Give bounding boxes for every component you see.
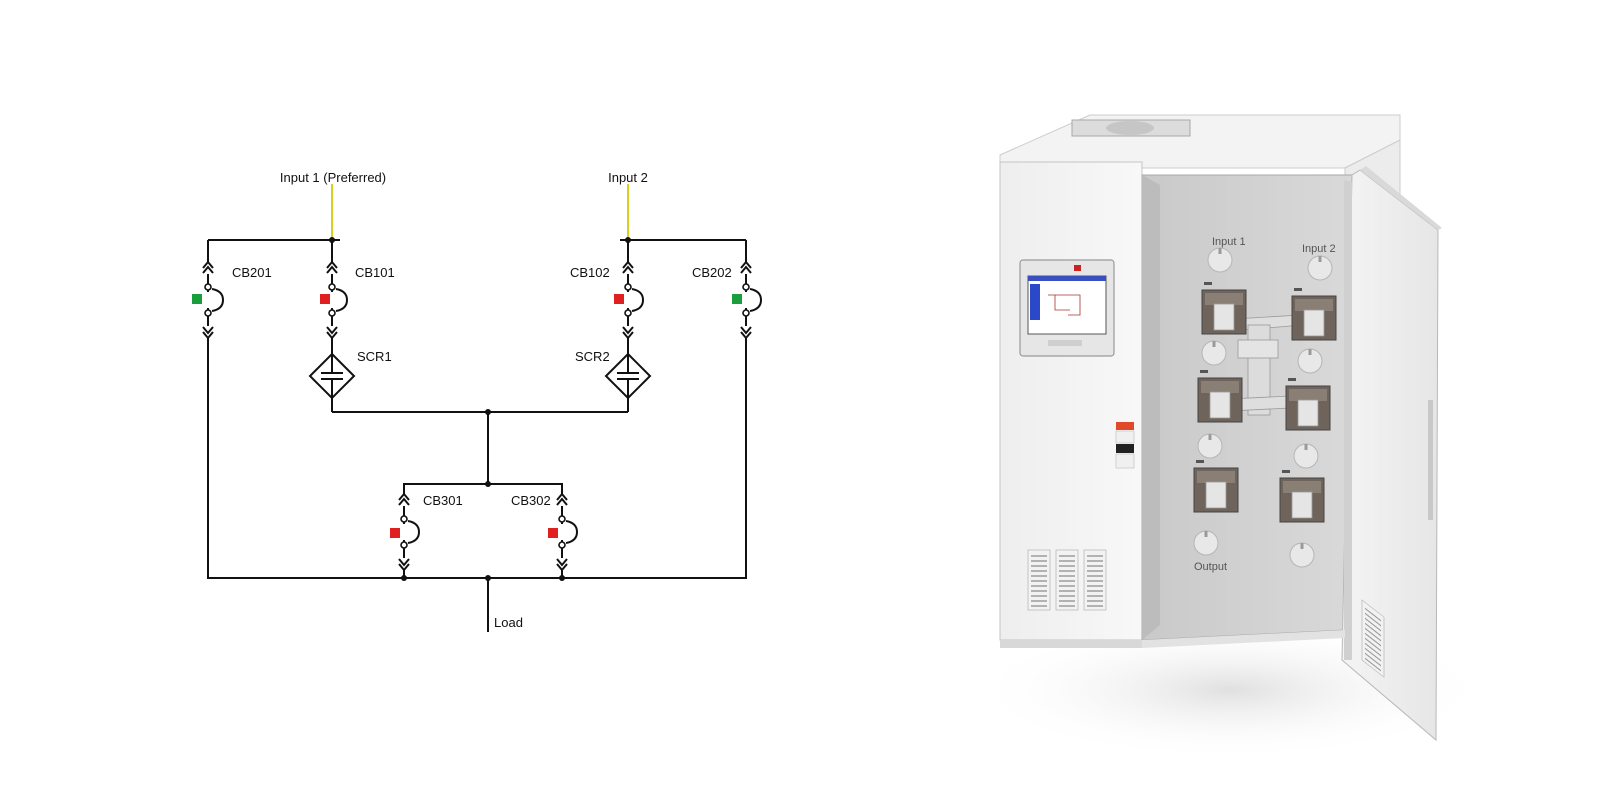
cb201-status-indicator [192,294,202,304]
input2-label: Input 2 [608,170,648,185]
cb301-label: CB301 [423,493,463,508]
cabinet-output-label: Output [1194,561,1227,573]
cabinet-door [1341,169,1439,742]
junction-cb302-load [559,575,565,581]
cb301-status-indicator [390,528,400,538]
cb201-label: CB201 [232,265,272,280]
cb101-status-indicator [320,294,330,304]
scr2-symbol [605,353,651,399]
cb302-label: CB302 [511,493,551,508]
junction-scr-bus [485,409,491,415]
junction-cb300-bus [485,481,491,487]
junction-input1 [329,237,335,243]
cabinet-input2-label: Input 2 [1302,243,1336,255]
scr1-label: SCR1 [357,349,392,364]
cabinet-input1-label: Input 1 [1212,236,1246,248]
breaker-cb201 [192,261,224,339]
hmi-display [1019,259,1115,357]
scr1-symbol [309,353,355,399]
breaker-cb302 [548,493,578,571]
one-line-diagram: Input 1 (Preferred) Input 2 CB201 CB101 … [192,170,762,632]
breaker-cb202 [732,261,762,339]
wiring [207,239,747,632]
cb302-status-indicator [548,528,558,538]
load-label: Load [494,615,523,630]
scr2-label: SCR2 [575,349,610,364]
cb102-status-indicator [614,294,624,304]
switchgear-cabinet-illustration: Input 1 Input 2 Output [980,114,1480,760]
breaker-cb101 [320,261,348,339]
cb101-label: CB101 [355,265,395,280]
junction-input2 [625,237,631,243]
cb202-label: CB202 [692,265,732,280]
cb102-label: CB102 [570,265,610,280]
cb202-status-indicator [732,294,742,304]
breaker-cb301 [390,493,420,571]
input1-label: Input 1 (Preferred) [280,170,386,185]
junction-load [485,575,491,581]
junction-cb301-load [401,575,407,581]
breaker-cb102 [614,261,644,339]
